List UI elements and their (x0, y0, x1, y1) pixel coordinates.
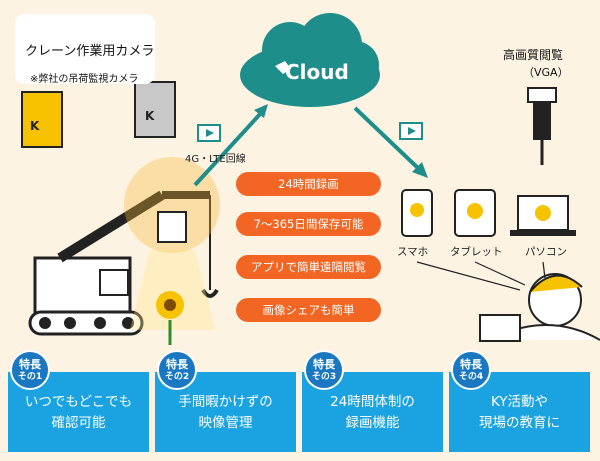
pill-storage: 7〜365日間保存可能 (236, 212, 381, 236)
camera-title: クレーン作業用カメラ (25, 44, 155, 59)
video-icon (197, 124, 221, 142)
download-arrow (353, 106, 422, 172)
laptop-icon (510, 195, 576, 236)
camera-yellow-icon: K (21, 91, 63, 148)
cloud-shape (240, 13, 380, 107)
badge-2-top: 特長 (166, 358, 188, 371)
feature-3-line2: 録画機能 (345, 415, 400, 431)
badge-4-bottom: その4 (458, 372, 484, 382)
feature-2-line2: 映像管理 (198, 415, 253, 431)
badge-1-bottom: その1 (17, 372, 43, 382)
feature-text-2: 手間暇かけずの 映像管理 (155, 392, 296, 434)
network-label: 4G・LTE回線 (185, 154, 246, 165)
camera-gray-icon: K (134, 81, 176, 138)
person-illustration (479, 273, 600, 342)
vga-cable-icon (527, 87, 557, 165)
svg-text:K: K (145, 109, 155, 123)
camera-label-box (15, 14, 155, 84)
badge-1-top: 特長 (19, 358, 41, 371)
pill-recording: 24時間録画 (236, 172, 381, 196)
feature-text-4: KY活動や 現場の教育に (449, 392, 590, 434)
cloud-label: Cloud (285, 60, 349, 84)
feature-text-3: 24時間体制の 録画機能 (302, 392, 443, 434)
upload-arrow (193, 110, 264, 187)
feature-text-1: いつでもどこでも 確認可能 (8, 392, 149, 434)
flower-illustration (156, 291, 184, 345)
device-label-pc: パソコン (525, 246, 567, 258)
video-icon (399, 122, 423, 140)
camera-note: ※弊社の吊荷監視カメラ (30, 74, 139, 85)
feature-1-line1: いつでもどこでも (24, 394, 133, 410)
feature-badge-2: 特長 その2 (157, 350, 197, 390)
feature-badge-1: 特長 その1 (10, 350, 50, 390)
badge-3-bottom: その3 (311, 372, 337, 382)
feature-4-line2: 現場の教育に (479, 415, 560, 431)
device-label-phone: スマホ (397, 246, 429, 258)
badge-2-bottom: その2 (164, 372, 190, 382)
feature-badge-4: 特長 その4 (451, 350, 491, 390)
feature-badge-3: 特長 その3 (304, 350, 344, 390)
feature-4-line1: KY活動や (490, 394, 549, 410)
device-label-tablet: タブレット (450, 246, 503, 258)
badge-4-top: 特長 (460, 358, 482, 371)
svg-text:K: K (30, 119, 40, 133)
smartphone-icon (401, 189, 433, 237)
crane-illustration (28, 157, 220, 336)
feature-2-line1: 手間暇かけずの (178, 394, 273, 410)
pill-remote-view: アプリで簡単遠隔閲覧 (236, 255, 381, 279)
tablet-icon (454, 189, 496, 237)
pill-share: 画像シェアも簡単 (236, 298, 381, 322)
badge-3-top: 特長 (313, 358, 335, 371)
vga-label: （VGA） (523, 66, 569, 79)
feature-3-line1: 24時間体制の (330, 394, 415, 410)
quality-label: 高画質閲覧 (503, 48, 564, 62)
feature-1-line2: 確認可能 (51, 415, 106, 431)
